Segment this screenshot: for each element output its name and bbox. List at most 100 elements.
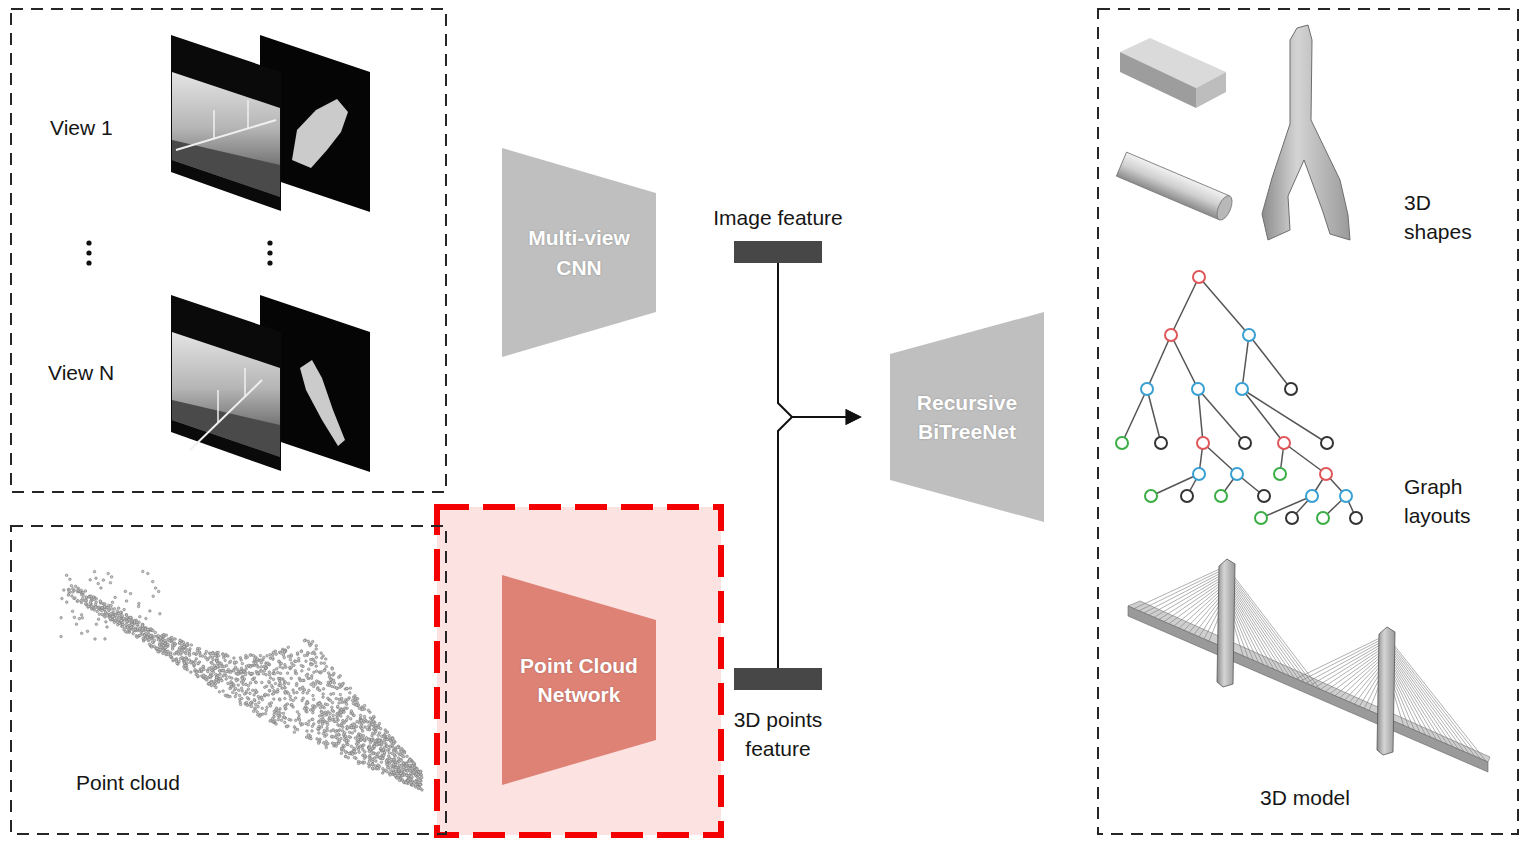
cloud-point — [356, 720, 359, 723]
cloud-point — [224, 659, 227, 662]
cloud-point — [278, 698, 281, 701]
cloud-point — [335, 736, 338, 739]
cloud-point — [277, 671, 280, 674]
cloud-point — [358, 751, 361, 754]
cloud-point — [250, 654, 253, 657]
cloud-point — [241, 662, 244, 665]
cloud-point — [420, 776, 423, 779]
cloud-point — [361, 730, 364, 733]
cuboid-front — [1120, 52, 1196, 108]
tree-link — [1198, 389, 1203, 443]
cloud-point — [164, 650, 167, 653]
cloud-point — [165, 646, 168, 649]
cloud-point — [100, 587, 103, 590]
cloud-point — [417, 774, 420, 777]
cloud-point — [331, 709, 334, 712]
cloud-point — [137, 624, 140, 627]
cloud-point — [198, 648, 201, 651]
cloud-point — [279, 672, 282, 675]
point-cloud — [60, 570, 424, 791]
cloud-point — [402, 766, 405, 769]
cloud-point — [82, 594, 85, 597]
cloud-point — [287, 692, 290, 695]
cloud-point — [325, 665, 328, 668]
cloud-point — [353, 750, 356, 753]
cloud-point — [325, 714, 328, 717]
cloud-point — [300, 664, 303, 667]
cloud-point — [326, 703, 329, 706]
cloud-point — [262, 656, 265, 659]
cloud-point — [331, 706, 334, 709]
cloud-point — [210, 661, 213, 664]
tree-link — [1122, 389, 1147, 443]
cloud-point — [159, 637, 162, 640]
cloud-point — [379, 748, 382, 751]
cloud-point — [371, 763, 374, 766]
cloud-point — [245, 701, 248, 704]
cloud-point — [339, 674, 342, 677]
cloud-point — [401, 779, 404, 782]
cloud-point — [132, 629, 135, 632]
cloud-point — [268, 689, 271, 692]
cloud-point — [211, 662, 214, 665]
cloud-point — [363, 718, 366, 721]
cloud-point — [370, 723, 373, 726]
feature-label: Image feature — [683, 203, 873, 232]
cloud-point — [182, 651, 185, 654]
cloud-point — [340, 752, 343, 755]
trapezoid-fill — [502, 148, 656, 357]
cloud-point — [279, 652, 282, 655]
cloud-point — [396, 746, 399, 749]
cloud-point — [265, 667, 268, 670]
cloud-point — [321, 723, 324, 726]
cloud-point — [204, 656, 207, 659]
cloud-point — [315, 680, 318, 683]
cloud-point — [234, 695, 237, 698]
cloud-point — [407, 779, 410, 782]
cloud-point — [325, 744, 328, 747]
cloud-point — [348, 735, 351, 738]
cloud-point — [341, 683, 344, 686]
cloud-point — [399, 767, 402, 770]
cloud-point — [139, 627, 142, 630]
cloud-point — [318, 702, 321, 705]
cloud-point — [338, 740, 341, 743]
cloud-point — [75, 623, 78, 626]
cloud-point — [167, 643, 170, 646]
cloud-point — [411, 765, 414, 768]
cloud-point — [354, 729, 357, 732]
cloud-point — [115, 616, 118, 619]
cloud-point — [362, 748, 365, 751]
cloud-point — [377, 755, 380, 758]
cloud-point — [364, 739, 367, 742]
cloud-point — [142, 628, 145, 631]
bridge-cable — [1386, 646, 1459, 749]
cloud-point — [347, 756, 350, 759]
cloud-point — [275, 653, 278, 656]
cloud-point — [264, 712, 267, 715]
cloud-point — [385, 770, 388, 773]
cloud-point — [360, 724, 363, 727]
cloud-point — [325, 746, 328, 749]
cloud-point — [376, 756, 379, 759]
tree-link — [1284, 443, 1326, 474]
cloud-point — [345, 739, 348, 742]
cloud-point — [351, 726, 354, 729]
cloud-point — [373, 745, 376, 748]
cloud-point — [175, 660, 178, 663]
cloud-point — [374, 740, 377, 743]
cloud-point — [330, 735, 333, 738]
cloud-point — [250, 701, 253, 704]
cloud-point — [372, 768, 375, 771]
bridge-deck-side — [1128, 606, 1488, 772]
cloud-point — [323, 662, 326, 665]
tree-node — [1197, 437, 1209, 449]
cloud-point — [206, 670, 209, 673]
cloud-point — [268, 671, 271, 674]
cloud-point — [331, 668, 334, 671]
cloud-point — [393, 750, 396, 753]
cloud-point — [396, 777, 399, 780]
cloud-point — [143, 634, 146, 637]
cloud-point — [148, 638, 151, 641]
tree-link — [1242, 389, 1284, 443]
